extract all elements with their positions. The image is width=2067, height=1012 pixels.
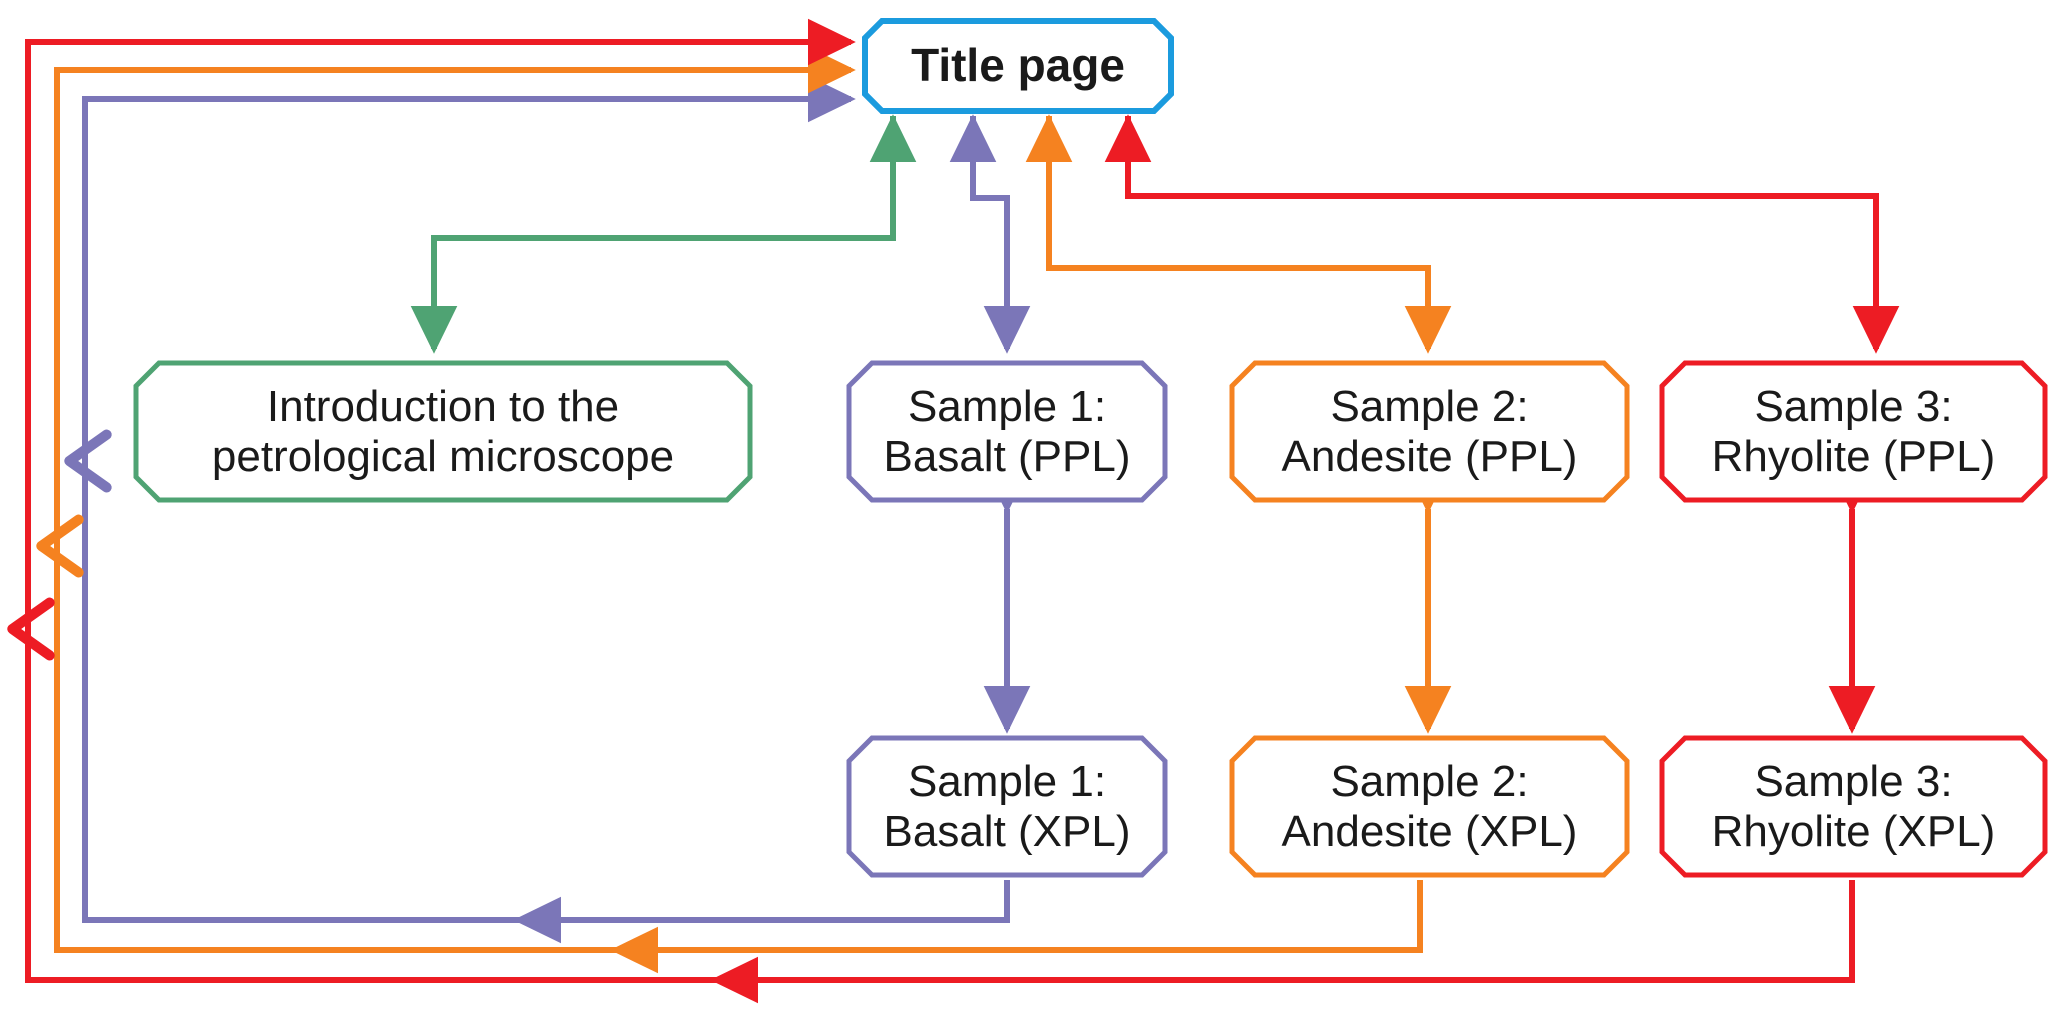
edge-sample1-return-into-title — [82, 75, 856, 461]
edge-sample2-return-leg — [36, 514, 615, 953]
edge-title-to-sample1-ppl — [970, 116, 1031, 354]
node-title-page[interactable]: Title page — [862, 18, 1174, 114]
intro-microscope-label: Introduction to the petrological microsc… — [211, 382, 675, 481]
edge-sample2-xpl-return — [610, 880, 1423, 974]
sample2-xpl-label: Sample 2: Andesite (XPL) — [1281, 757, 1578, 856]
sample1-xpl-label: Sample 1: Basalt (XPL) — [883, 757, 1131, 856]
edge-sample1-return-leg — [64, 429, 518, 923]
node-sample2-xpl[interactable]: Sample 2: Andesite (XPL) — [1229, 735, 1630, 878]
node-sample2-ppl[interactable]: Sample 2: Andesite (PPL) — [1229, 360, 1630, 503]
node-sample1-xpl[interactable]: Sample 1: Basalt (XPL) — [846, 735, 1168, 878]
node-sample3-xpl[interactable]: Sample 3: Rhyolite (XPL) — [1659, 735, 2048, 878]
sample3-xpl-label: Sample 3: Rhyolite (XPL) — [1711, 757, 1996, 856]
edge-title-to-sample2-ppl — [1046, 116, 1452, 354]
node-sample3-ppl[interactable]: Sample 3: Rhyolite (PPL) — [1659, 360, 2048, 503]
sample2-ppl-label: Sample 2: Andesite (PPL) — [1281, 382, 1578, 481]
edge-sample3-xpl-return — [710, 880, 1855, 1004]
sample3-ppl-label: Sample 3: Rhyolite (PPL) — [1711, 382, 1996, 481]
title-page-label: Title page — [911, 39, 1125, 92]
edge-sample1-xpl-return — [513, 880, 1010, 944]
edge-sample3-return-leg — [7, 597, 715, 983]
edge-title-to-intro — [410, 116, 896, 354]
edge-title-to-sample3-ppl — [1125, 116, 1900, 354]
edge-sample2-return-into-title — [54, 46, 856, 546]
sample1-ppl-label: Sample 1: Basalt (PPL) — [883, 382, 1131, 481]
node-intro-microscope[interactable]: Introduction to the petrological microsc… — [133, 360, 753, 503]
edge-sample3-return-into-title — [25, 18, 856, 629]
node-sample1-ppl[interactable]: Sample 1: Basalt (PPL) — [846, 360, 1168, 503]
